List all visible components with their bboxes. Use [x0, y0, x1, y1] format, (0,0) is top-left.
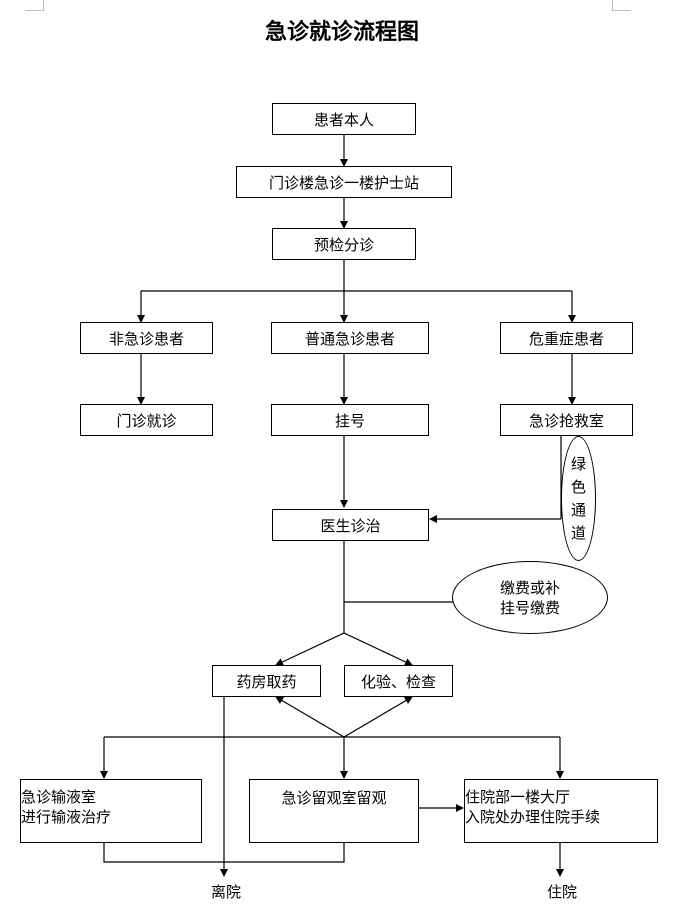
edge-hub-pharmacy [275, 696, 345, 738]
infusion-line-1: 急诊输液室 [21, 788, 97, 806]
diagram-title: 急诊就诊流程图 [264, 19, 419, 45]
edge-to-pharmacy [275, 632, 345, 666]
green-channel-char: 绿 [570, 454, 586, 473]
node-inpatient: 住院部一楼大厅 入院处办理住院手续 [464, 779, 658, 843]
node-doctor: 医生诊治 [272, 509, 429, 541]
node-hospitalized: 住院 [547, 883, 578, 901]
node-green-channel: 绿 色 通 道 [561, 436, 596, 561]
node-infusion: 急诊输液室 进行输液治疗 [20, 779, 202, 843]
edge-hub-lab [343, 696, 413, 738]
node-register: 挂号 [271, 404, 429, 436]
payment-line-1: 缴费或补 [499, 578, 560, 597]
page-corner-mark-right [612, 0, 631, 11]
node-patient: 患者本人 [272, 103, 416, 135]
edge-to-lab [343, 632, 413, 666]
edge-infusion-observation-join [103, 842, 345, 863]
node-observation: 急诊留观室留观 [249, 779, 419, 843]
inpatient-line-2: 入院处办理住院手续 [465, 808, 601, 826]
node-nurse-station: 门诊楼急诊一楼护士站 [236, 166, 452, 198]
node-general-emergency: 普通急诊患者 [271, 322, 429, 354]
node-outpatient: 门诊就诊 [80, 404, 213, 436]
inpatient-line-1: 住院部一楼大厅 [465, 788, 571, 806]
infusion-line-2: 进行输液治疗 [21, 808, 112, 826]
node-lab: 化验、检查 [344, 665, 453, 697]
node-payment: 缴费或补 挂号缴费 [452, 561, 608, 634]
node-critical: 危重症患者 [500, 322, 633, 354]
payment-line-2: 挂号缴费 [499, 598, 560, 617]
page-corner-mark-left [25, 0, 44, 11]
node-discharge: 离院 [211, 883, 242, 901]
node-triage: 预检分诊 [272, 228, 416, 260]
green-channel-char: 通 [570, 500, 586, 519]
node-pharmacy: 药房取药 [212, 665, 321, 697]
node-rescue-room: 急诊抢救室 [500, 404, 633, 436]
green-channel-char: 道 [570, 523, 586, 542]
green-channel-char: 色 [570, 477, 586, 496]
node-non-emergency: 非急诊患者 [80, 322, 213, 354]
